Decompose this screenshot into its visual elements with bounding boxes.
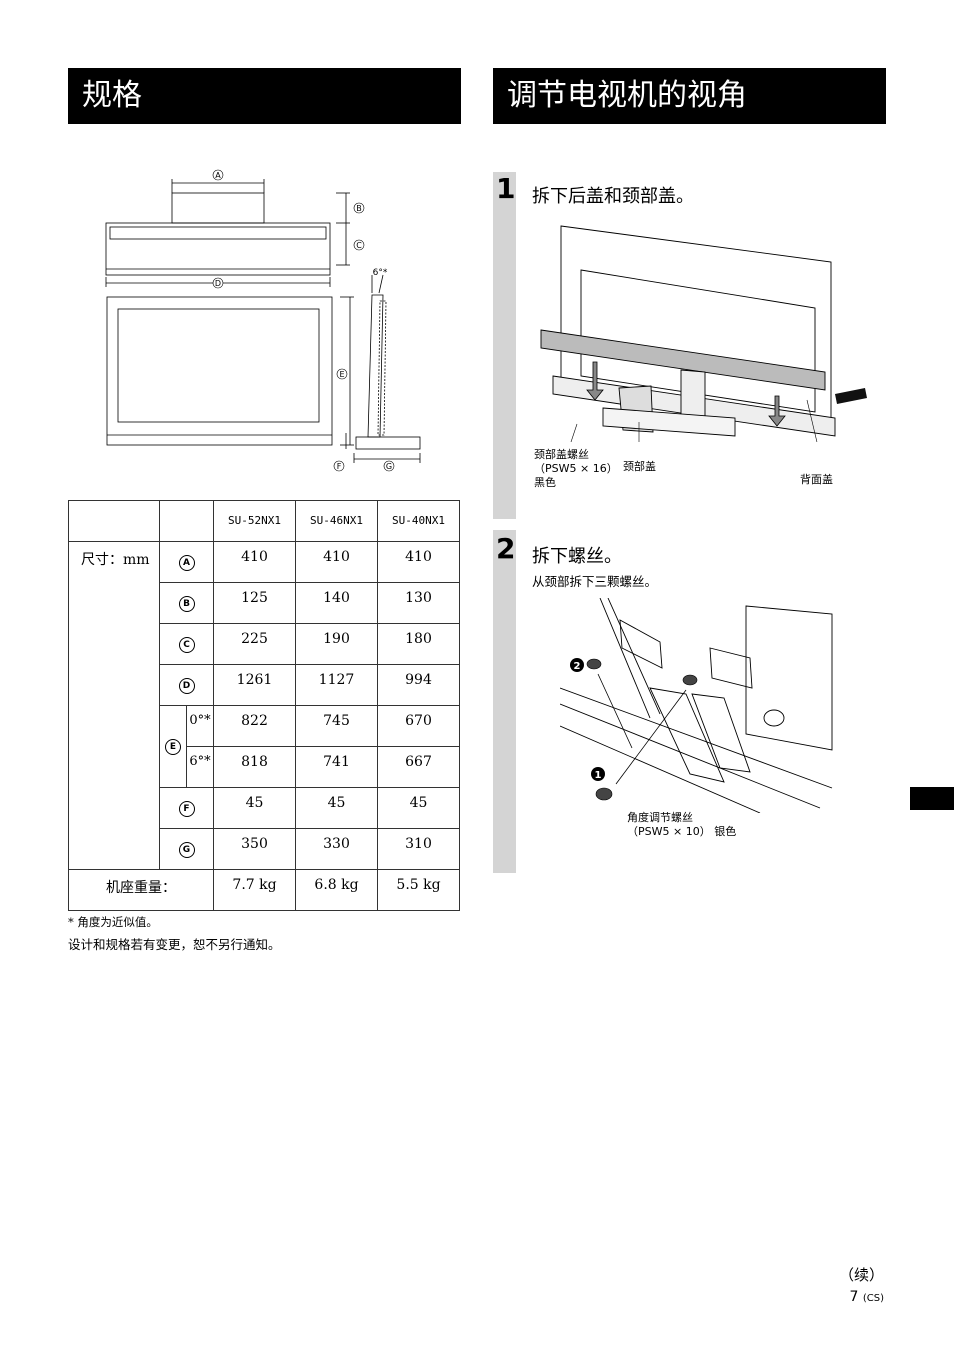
angle-cell: 6°*	[186, 746, 214, 788]
table-cell: 667	[377, 746, 460, 788]
table-row: B 125 140 130	[69, 582, 460, 624]
step-2-number: 2	[496, 532, 516, 565]
dim-label-a: A	[215, 171, 221, 180]
step-badge-1: 1	[595, 770, 602, 781]
dim-label-d: D	[215, 279, 221, 288]
table-cell: 180	[377, 623, 460, 665]
table-row: G 350 330 310	[69, 828, 460, 870]
table-cell: 410	[295, 541, 378, 583]
row-key: G	[178, 842, 195, 858]
table-cell: 670	[377, 705, 460, 747]
table-cell: 818	[213, 746, 296, 788]
dimension-unit-label: 尺寸：mm	[68, 541, 160, 870]
angle-screw-label: 角度调节螺丝 （PSW5 × 10） 银色	[627, 811, 737, 838]
table-row: 尺寸：mm A 410 410 410	[68, 541, 460, 870]
model-header: SU-40NX1	[377, 500, 460, 542]
rear-cover-label: 背面盖	[800, 473, 833, 486]
table-cell: 822	[213, 705, 296, 747]
continued-label: （续）	[838, 1266, 884, 1284]
row-key: B	[178, 596, 195, 612]
row-key: E	[165, 739, 181, 755]
model-header: SU-52NX1	[213, 500, 296, 542]
table-row: E 0°* 822 745 670	[69, 705, 460, 788]
table-cell: 410	[213, 541, 296, 583]
asterisk-note: * 角度为近似值。	[68, 915, 158, 929]
table-cell: 45	[295, 787, 378, 829]
model-header: SU-46NX1	[295, 500, 378, 542]
table-cell: 310	[377, 828, 460, 870]
table-cell: 6.8 kg	[295, 869, 378, 911]
spec-table: SU-52NX1 SU-46NX1 SU-40NX1 尺寸：mm A 410 4…	[68, 500, 460, 911]
table-cell: 5.5 kg	[377, 869, 460, 911]
disclaimer-note: 设计和规格若有变更，恕不另行通知。	[68, 937, 281, 952]
step-badge-2: 2	[574, 661, 581, 672]
weight-label: 机座重量：	[68, 869, 214, 911]
table-row: 6°* 818 741 667	[69, 746, 460, 788]
dim-label-g: G	[386, 462, 392, 471]
rear-cover-illustration	[535, 222, 880, 477]
table-cell: 410	[377, 541, 460, 583]
table-cell: 741	[295, 746, 378, 788]
step-1-bar	[493, 172, 516, 519]
table-cell: 1127	[295, 664, 378, 706]
step-1-title: 拆下后盖和颈部盖。	[532, 186, 694, 207]
dimension-diagram: A B C D E F G 6°*	[100, 165, 430, 479]
table-cell: 225	[213, 623, 296, 665]
tilt-angle-label: 6°*	[373, 268, 388, 278]
row-key: D	[178, 678, 195, 694]
section-tab-marker	[910, 787, 954, 810]
table-cell: 45	[377, 787, 460, 829]
table-row: 机座重量： 7.7 kg 6.8 kg 5.5 kg	[68, 869, 460, 911]
dim-label-c: C	[356, 241, 362, 250]
table-header-row: SU-52NX1 SU-46NX1 SU-40NX1	[68, 500, 460, 542]
neck-screw-label: 颈部盖螺丝 （PSW5 × 16） 黑色	[534, 448, 618, 489]
specs-heading: 规格	[68, 68, 461, 124]
table-row: C 225 190 180	[69, 623, 460, 665]
step-1-number: 1	[496, 172, 516, 205]
table-cell: 745	[295, 705, 378, 747]
row-key: A	[178, 555, 195, 571]
step-2-bar	[493, 530, 516, 873]
table-cell: 140	[295, 582, 378, 624]
page-number-suffix: (CS)	[862, 1293, 884, 1304]
table-cell: 190	[295, 623, 378, 665]
table-cell: 1261	[213, 664, 296, 706]
dim-label-f: F	[337, 462, 342, 471]
page-number-value: 7	[849, 1289, 859, 1305]
table-cell: 125	[213, 582, 296, 624]
table-cell: 7.7 kg	[213, 869, 296, 911]
table-cell: 130	[377, 582, 460, 624]
table-cell: 45	[213, 787, 296, 829]
row-key: C	[178, 637, 195, 653]
table-cell: 350	[213, 828, 296, 870]
table-cell: 330	[295, 828, 378, 870]
table-cell: 994	[377, 664, 460, 706]
dim-label-e: E	[339, 370, 344, 379]
screw-removal-illustration: 2 1	[559, 597, 840, 817]
angle-cell: 0°*	[186, 705, 214, 747]
page-number: 7 (CS)	[849, 1289, 884, 1305]
row-key: F	[178, 801, 195, 817]
neck-cover-label: 颈部盖	[623, 460, 656, 473]
step-2-title: 拆下螺丝。	[532, 546, 622, 567]
step-2-subtitle: 从颈部拆下三颗螺丝。	[532, 574, 658, 589]
adjust-angle-heading: 调节电视机的视角	[493, 68, 886, 124]
dim-label-b: B	[356, 204, 362, 213]
